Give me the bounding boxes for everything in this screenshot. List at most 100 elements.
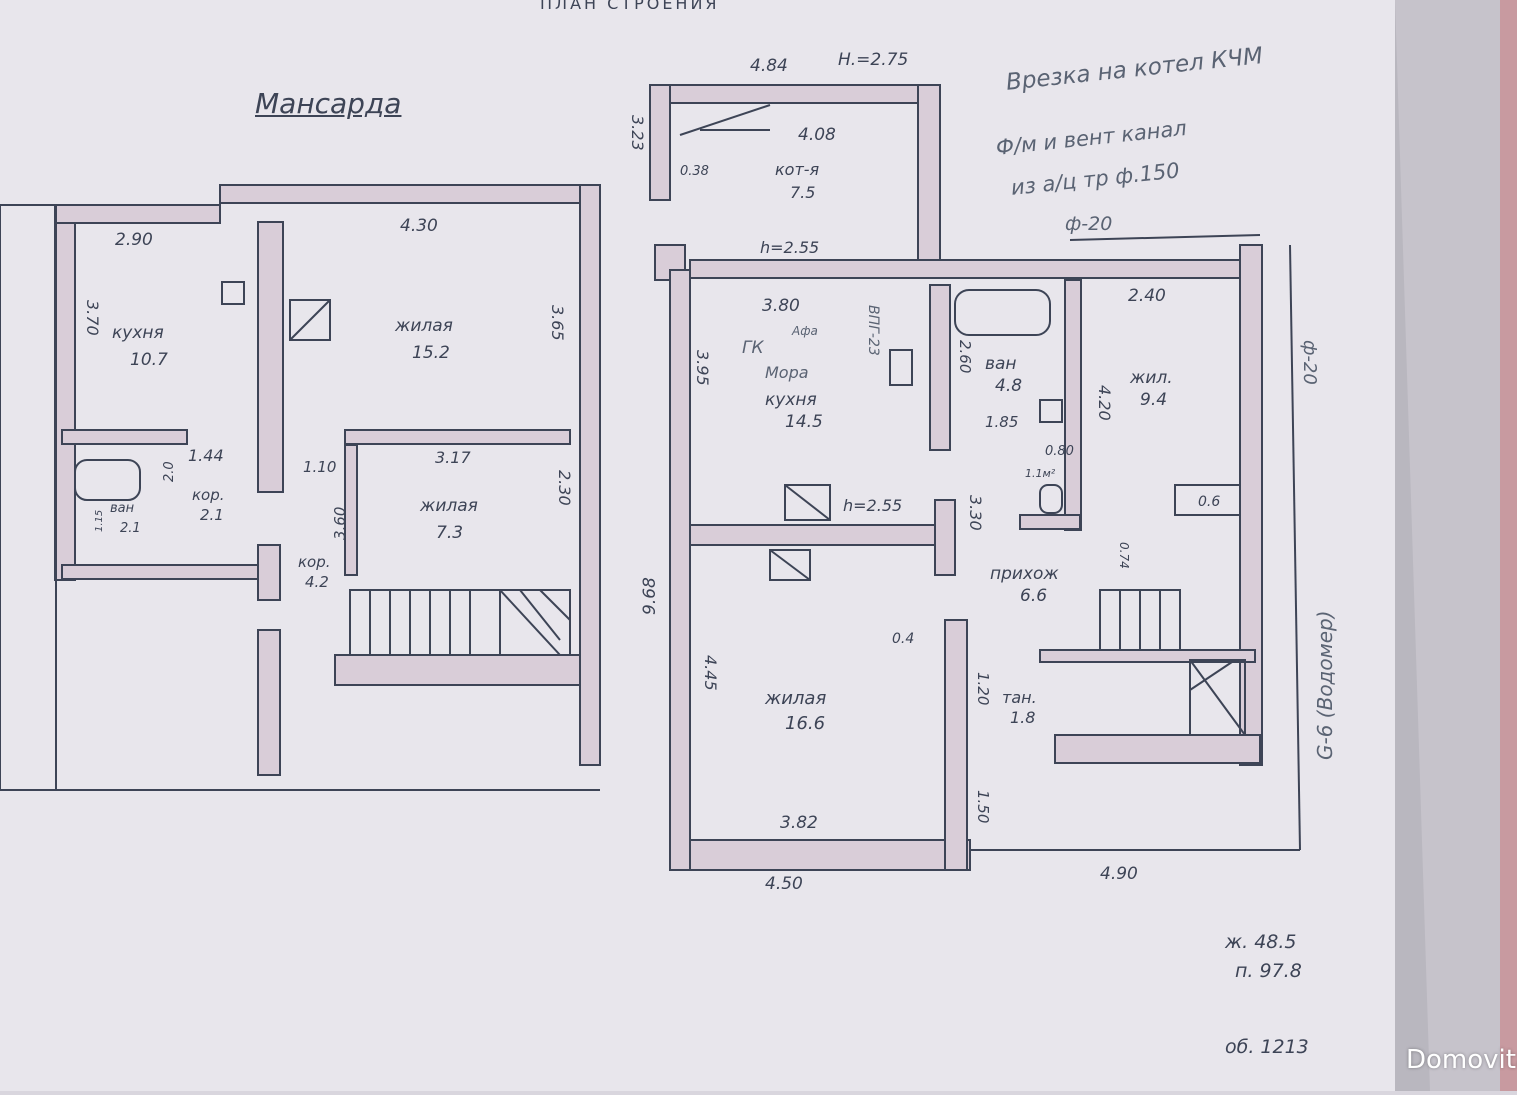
dim-label: 2.30 xyxy=(555,470,574,506)
handwritten-note: Мора xyxy=(765,363,809,382)
dim-label: 1.15 xyxy=(94,509,105,532)
wall xyxy=(257,629,281,776)
dim-label: 3.95 xyxy=(693,350,712,386)
dim-label: 4.84 xyxy=(750,56,788,76)
stove xyxy=(889,349,913,386)
chimney xyxy=(769,549,811,581)
watermark-brand: Domovita xyxy=(1406,1045,1517,1075)
dim-label: 3.65 xyxy=(548,305,567,341)
dim-label: 2.40 xyxy=(1128,286,1166,306)
room-area: 2.1 xyxy=(200,506,224,524)
dim-label: 0.4 xyxy=(892,631,915,647)
dim-label: 3.23 xyxy=(628,115,647,151)
room-area: 16.6 xyxy=(785,713,826,734)
room-area: 4.8 xyxy=(995,376,1023,396)
bathtub xyxy=(954,289,1051,336)
room-area: 10.7 xyxy=(130,350,168,370)
dim-label: 3.60 xyxy=(331,506,349,540)
total-area: п. 97.8 xyxy=(1235,960,1302,982)
dim-label: 3.70 xyxy=(83,300,102,336)
wall xyxy=(61,564,263,580)
wall xyxy=(257,544,281,601)
room-area: 14.5 xyxy=(785,412,823,432)
niche xyxy=(1174,484,1241,516)
wall xyxy=(257,221,284,493)
dim-label: 4.30 xyxy=(400,216,438,236)
ground-walls xyxy=(649,84,1263,871)
wall xyxy=(344,429,571,445)
attic-details xyxy=(0,204,600,791)
room-area: 2.1 xyxy=(120,521,141,536)
dim-label: 4.50 xyxy=(765,874,803,894)
dim-label: 3.80 xyxy=(762,296,800,316)
room-area: 7.3 xyxy=(436,523,464,543)
toilet xyxy=(1039,484,1063,514)
room-name: кухня xyxy=(112,323,164,343)
room-name: жилая xyxy=(765,688,827,709)
room-area: 7.5 xyxy=(790,183,816,202)
room-name: тан. xyxy=(1002,688,1037,707)
sink xyxy=(1039,399,1063,423)
room-name: кор. xyxy=(192,486,225,504)
handwritten-note: ф-20 xyxy=(1299,340,1320,385)
room-name: кор. xyxy=(298,553,331,571)
wall xyxy=(649,84,671,201)
wall xyxy=(649,84,941,104)
watermark: Domovita xyxy=(1400,1040,1517,1080)
dim-label: 4.90 xyxy=(1100,864,1138,884)
handwritten-note: ГК xyxy=(742,338,764,358)
wall xyxy=(934,499,956,576)
ground-details xyxy=(679,104,1301,851)
room-area: 1.8 xyxy=(1010,708,1036,727)
wall xyxy=(61,429,188,445)
wall xyxy=(1239,244,1263,766)
wall xyxy=(689,259,1251,279)
dim-label: 1.50 xyxy=(974,790,992,824)
red-cover-edge xyxy=(1500,0,1517,1091)
room-area: 15.2 xyxy=(412,343,450,363)
attic-walls xyxy=(54,184,601,776)
wall xyxy=(944,619,968,871)
dim-label: 2.90 xyxy=(115,230,153,250)
dim-label: 1.20 xyxy=(974,672,992,706)
wall xyxy=(917,84,941,261)
room-name: ван xyxy=(985,354,1017,374)
room-name: кот-я xyxy=(775,160,820,179)
wall xyxy=(689,839,971,871)
wall xyxy=(1019,514,1081,530)
dim-label: 9.68 xyxy=(640,577,660,615)
dim-label: 2.60 xyxy=(956,340,974,374)
dim-label: 0.38 xyxy=(680,164,709,179)
room-name: жилая xyxy=(420,496,478,516)
dim-label: 1.10 xyxy=(303,458,337,476)
wall xyxy=(669,269,691,871)
vent xyxy=(221,281,245,305)
handwritten-note: ф-20 xyxy=(1065,213,1113,235)
dim-label: 4.20 xyxy=(1095,385,1114,421)
volume-total: об. 1213 xyxy=(1225,1036,1309,1058)
dim-label: 1.85 xyxy=(985,413,1019,431)
page-curl-shadow xyxy=(1395,0,1517,1091)
wall xyxy=(579,184,601,766)
bathtub xyxy=(74,459,141,501)
handwritten-note: Афа xyxy=(792,324,818,338)
dim-label: H.=2.75 xyxy=(838,50,909,70)
wall xyxy=(219,184,601,204)
dim-label: 0.6 xyxy=(1198,494,1221,510)
room-name: кухня xyxy=(765,390,817,410)
dim-label: 2.0 xyxy=(162,461,177,482)
dim-label: 0.74 xyxy=(1117,542,1131,569)
room-area: 6.6 xyxy=(1020,586,1048,606)
wall xyxy=(929,284,951,451)
dim-label: 1.1м² xyxy=(1025,467,1056,480)
dim-label: h=2.55 xyxy=(760,238,820,257)
room-name: жилая xyxy=(395,316,453,336)
wall xyxy=(344,444,358,576)
chimney xyxy=(784,484,831,521)
wall xyxy=(1054,734,1261,764)
room-area: 4.2 xyxy=(305,573,329,591)
wall xyxy=(54,204,221,224)
plan-title: ПЛАН СТРОЕНИЯ xyxy=(540,0,720,13)
